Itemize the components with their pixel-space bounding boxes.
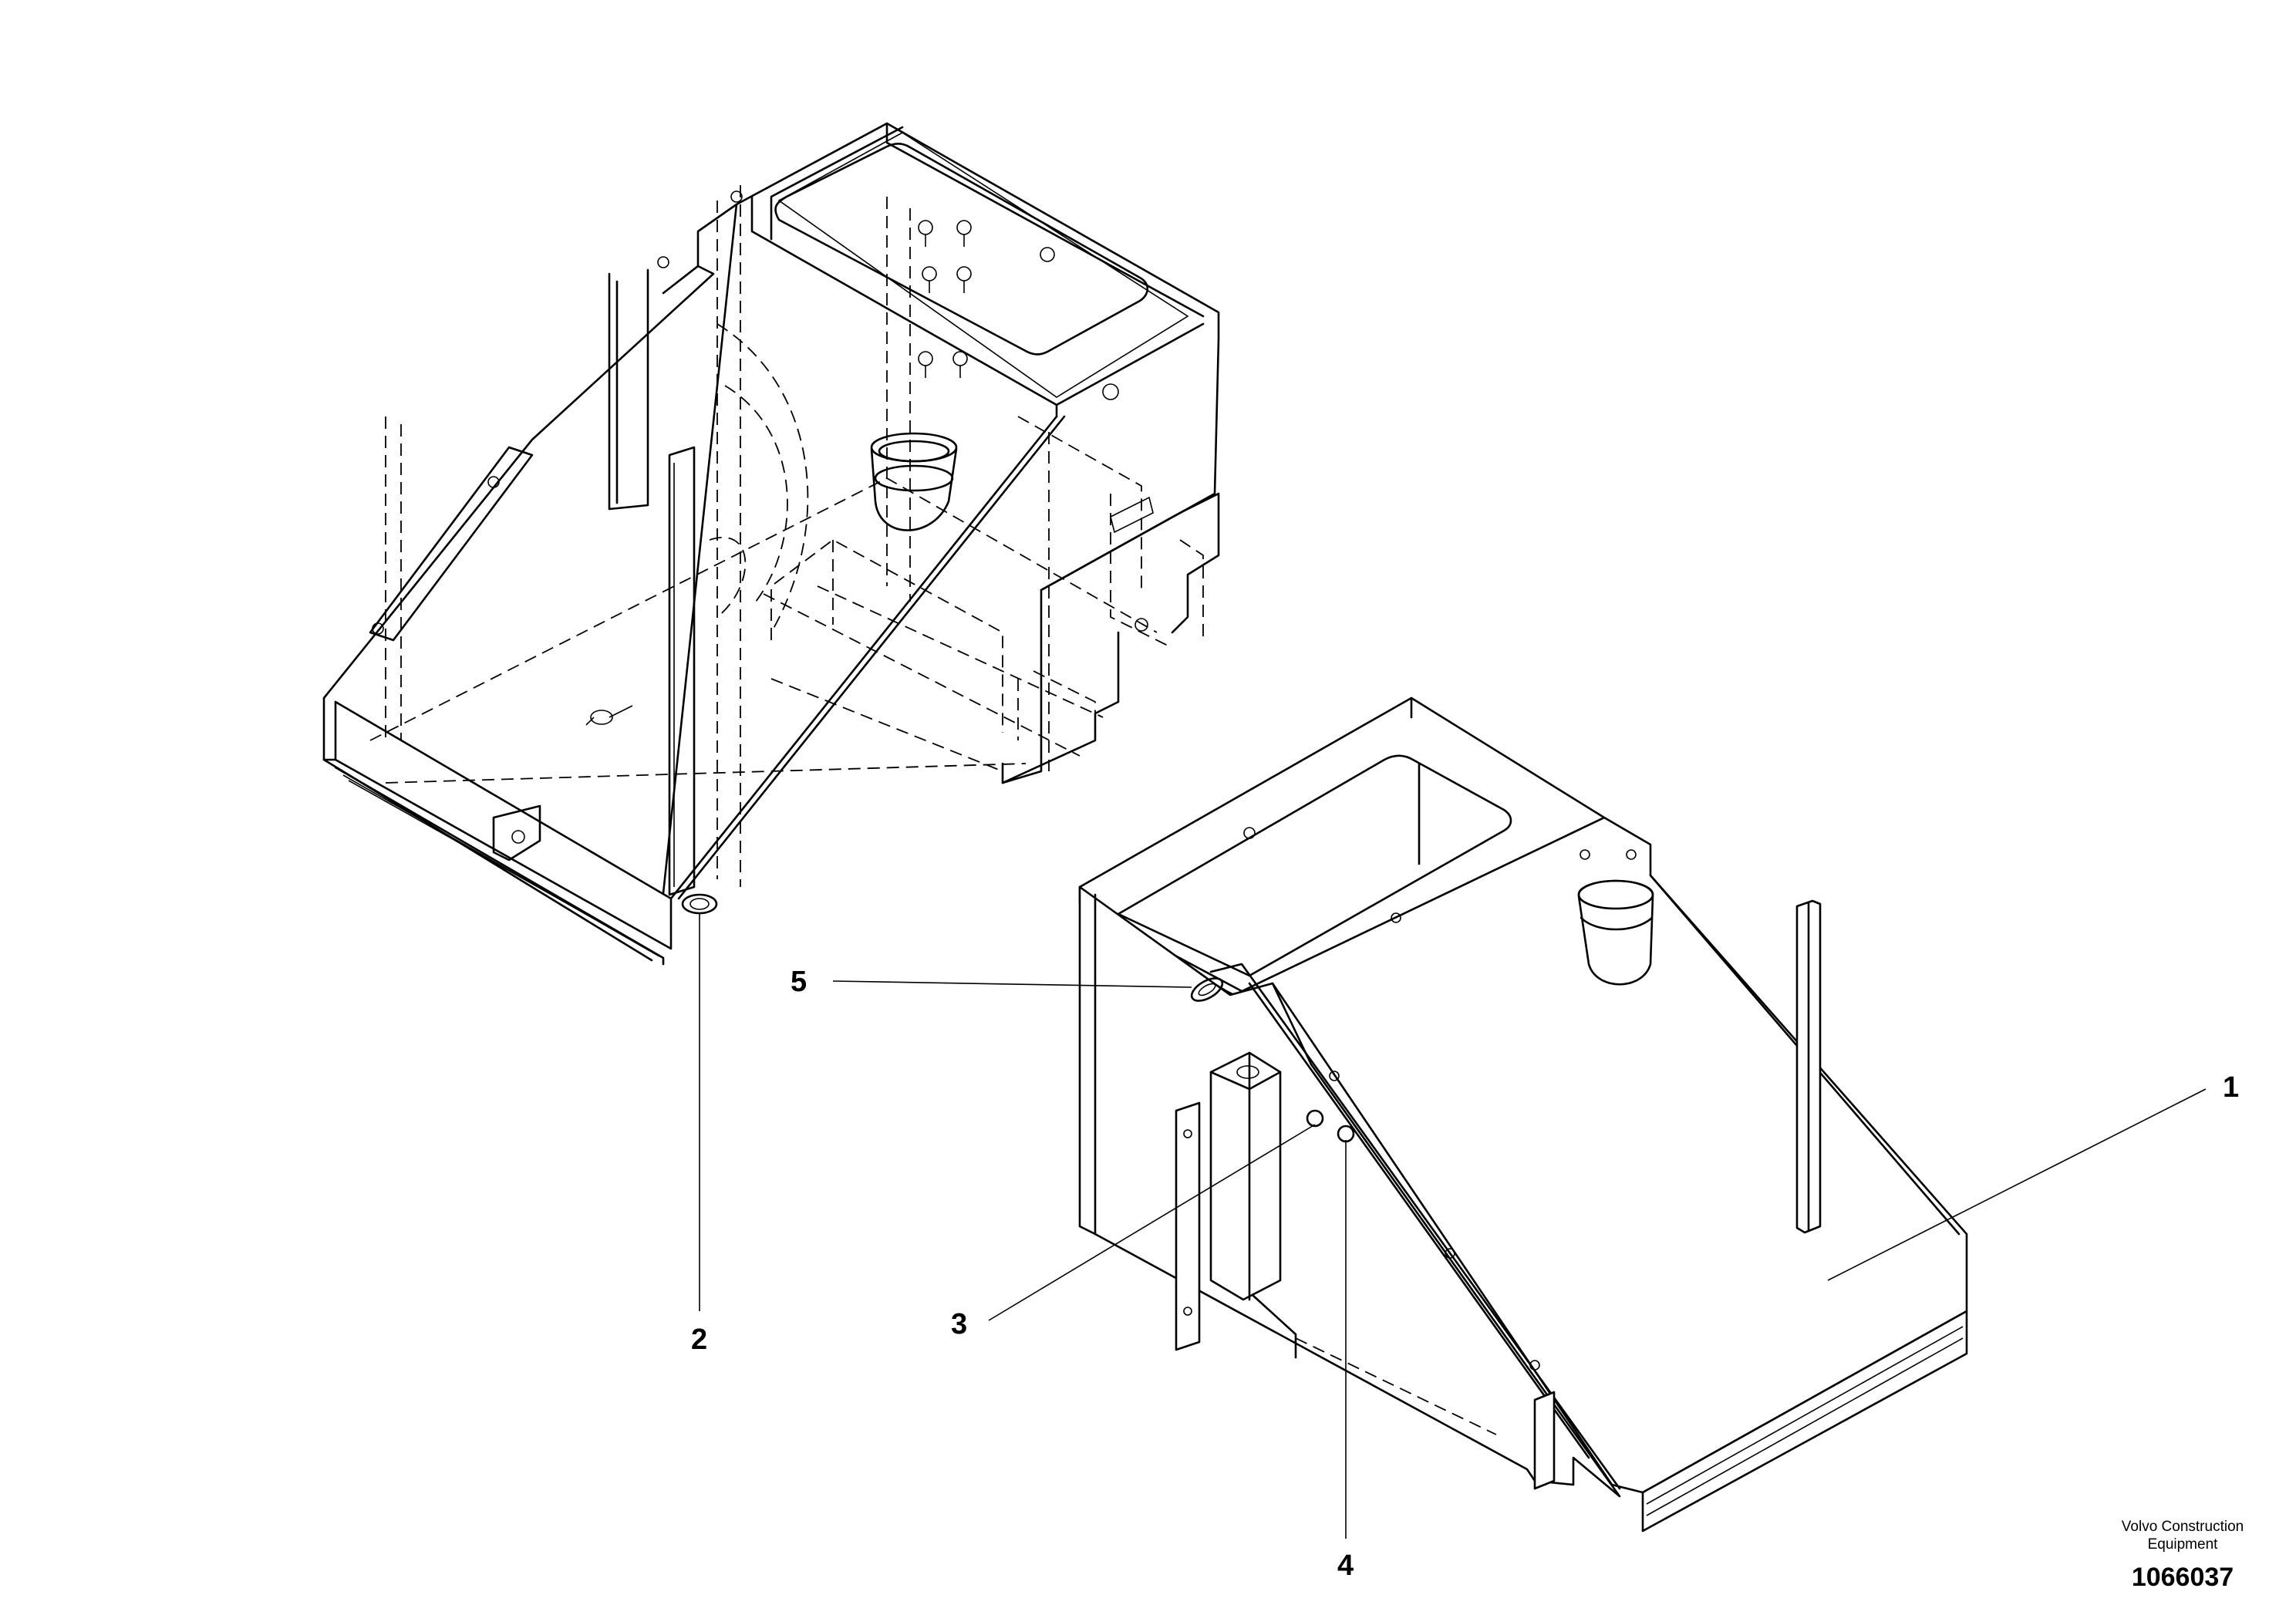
leader-line-1 <box>1827 1088 2207 1281</box>
solid-housing-view <box>1078 696 1968 1533</box>
transparent-housing-view <box>322 122 1220 966</box>
callout-5: 5 <box>791 966 807 998</box>
leader-line-5 <box>832 980 1192 988</box>
callout-2: 2 <box>691 1324 707 1356</box>
keyhole-slots <box>918 220 972 378</box>
callout-4: 4 <box>1337 1549 1354 1582</box>
company-name-line1: Volvo Construction <box>2121 1519 2244 1535</box>
drawing-number: 1066037 <box>2131 1563 2234 1592</box>
company-name-line2: Equipment <box>2147 1536 2218 1553</box>
callout-3: 3 <box>951 1308 967 1340</box>
leader-line-3 <box>988 1124 1316 1321</box>
callout-1: 1 <box>2223 1071 2239 1104</box>
callout-leaders <box>699 914 2207 1539</box>
drawing-caption: Volvo Construction Equipment 1066037 <box>2082 1518 2283 1593</box>
